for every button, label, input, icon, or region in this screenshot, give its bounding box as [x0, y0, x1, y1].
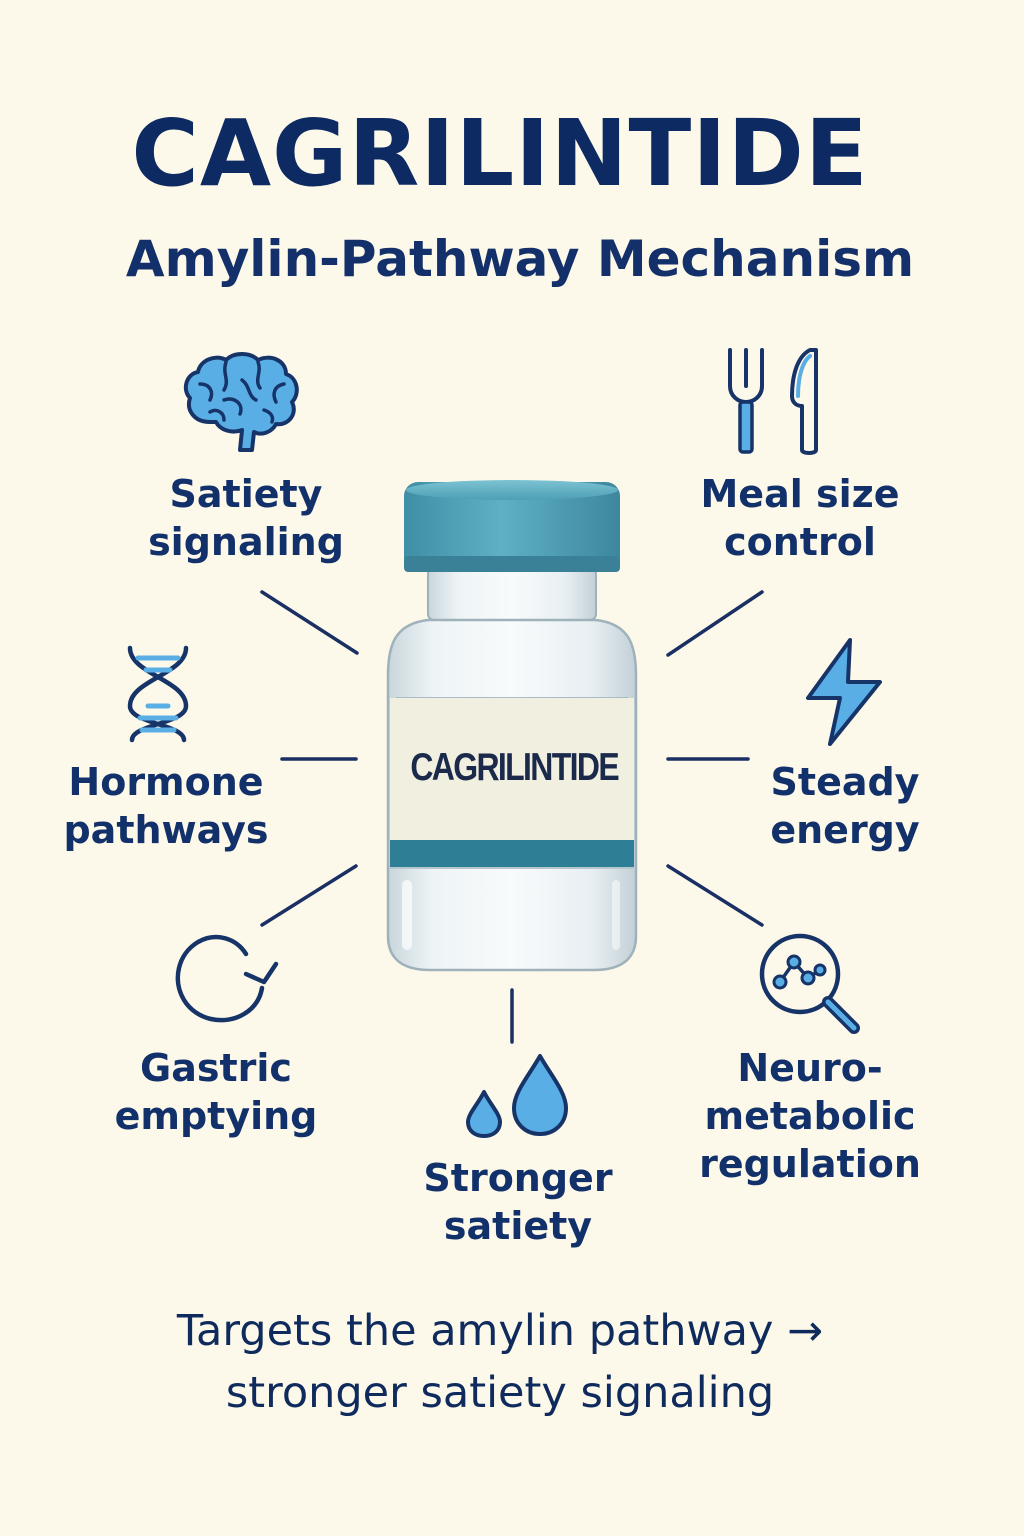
circular-arrow-icon	[175, 934, 279, 1023]
page-title: CAGRILINTIDE	[131, 100, 869, 207]
vial-illustration	[386, 480, 638, 972]
connector-neuro-metabolic	[666, 864, 764, 927]
brain-icon	[183, 352, 299, 452]
water-drops-icon	[466, 1054, 568, 1138]
footer-line-2: stronger satiety signaling	[225, 1368, 775, 1418]
footer-line-1: Targets the amylin pathway →	[176, 1306, 824, 1356]
connector-meal-size-control	[666, 590, 764, 657]
connector-satiety-signaling	[260, 590, 359, 655]
connector-gastric-emptying	[260, 864, 358, 927]
lightning-icon	[806, 638, 882, 746]
fork-knife-icon	[728, 348, 818, 455]
vial-label-text: CAGRILINTIDE	[410, 746, 619, 789]
footer-caption: Targets the amylin pathway → stronger sa…	[0, 1300, 1000, 1424]
page-subtitle: Amylin-Pathway Mechanism	[125, 230, 915, 288]
dna-icon	[127, 645, 189, 743]
magnifier-network-icon	[759, 933, 860, 1034]
